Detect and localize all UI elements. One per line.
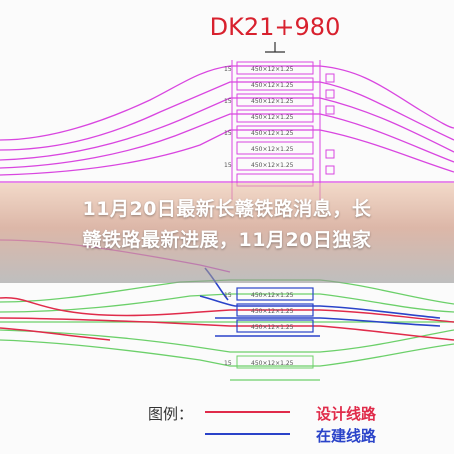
svg-text:15: 15: [224, 130, 232, 137]
svg-text:450×12×1.25: 450×12×1.25: [251, 114, 294, 121]
svg-text:15: 15: [224, 360, 232, 367]
svg-text:450×12×1.25: 450×12×1.25: [251, 82, 294, 89]
svg-text:15: 15: [224, 98, 232, 105]
legend-construction-label: 在建线路: [316, 427, 377, 445]
svg-text:450×12×1.25: 450×12×1.25: [251, 146, 294, 153]
headline-line-1: 11月20日最新长赣铁路消息，长: [82, 198, 372, 220]
svg-text:450×12×1.25: 450×12×1.25: [251, 360, 294, 367]
legend-title: 图例：: [148, 405, 194, 423]
svg-text:450×12×1.25: 450×12×1.25: [251, 162, 294, 169]
headline-banner: [0, 183, 454, 283]
svg-text:15: 15: [224, 292, 232, 299]
svg-text:15: 15: [224, 162, 232, 169]
red-design-track-group: [0, 296, 454, 341]
upper-platform-labels: 450×12×1.25 450×12×1.25 450×12×1.25 450×…: [251, 66, 294, 169]
station-mileage-label: DK21+980: [210, 13, 341, 41]
svg-text:450×12×1.25: 450×12×1.25: [251, 324, 294, 331]
svg-text:450×12×1.25: 450×12×1.25: [251, 66, 294, 73]
lower-platforms: [236, 287, 314, 369]
headline: 11月20日最新长赣铁路消息，长 赣铁路最新进展，11月20日独家: [0, 194, 454, 256]
svg-text:15: 15: [224, 66, 232, 73]
headline-line-2: 赣铁路最新进展，11月20日独家: [82, 229, 372, 251]
svg-text:450×12×1.25: 450×12×1.25: [251, 98, 294, 105]
platform-codes: 15 15 15 15 15 15: [224, 66, 232, 367]
svg-text:450×12×1.25: 450×12×1.25: [251, 308, 294, 315]
lower-platform-labels: 450×12×1.25 450×12×1.25 450×12×1.25 450×…: [251, 292, 294, 367]
svg-text:450×12×1.25: 450×12×1.25: [251, 130, 294, 137]
signal-markers: [325, 73, 335, 175]
legend-design-label: 设计线路: [316, 405, 377, 423]
svg-text:450×12×1.25: 450×12×1.25: [251, 292, 294, 299]
